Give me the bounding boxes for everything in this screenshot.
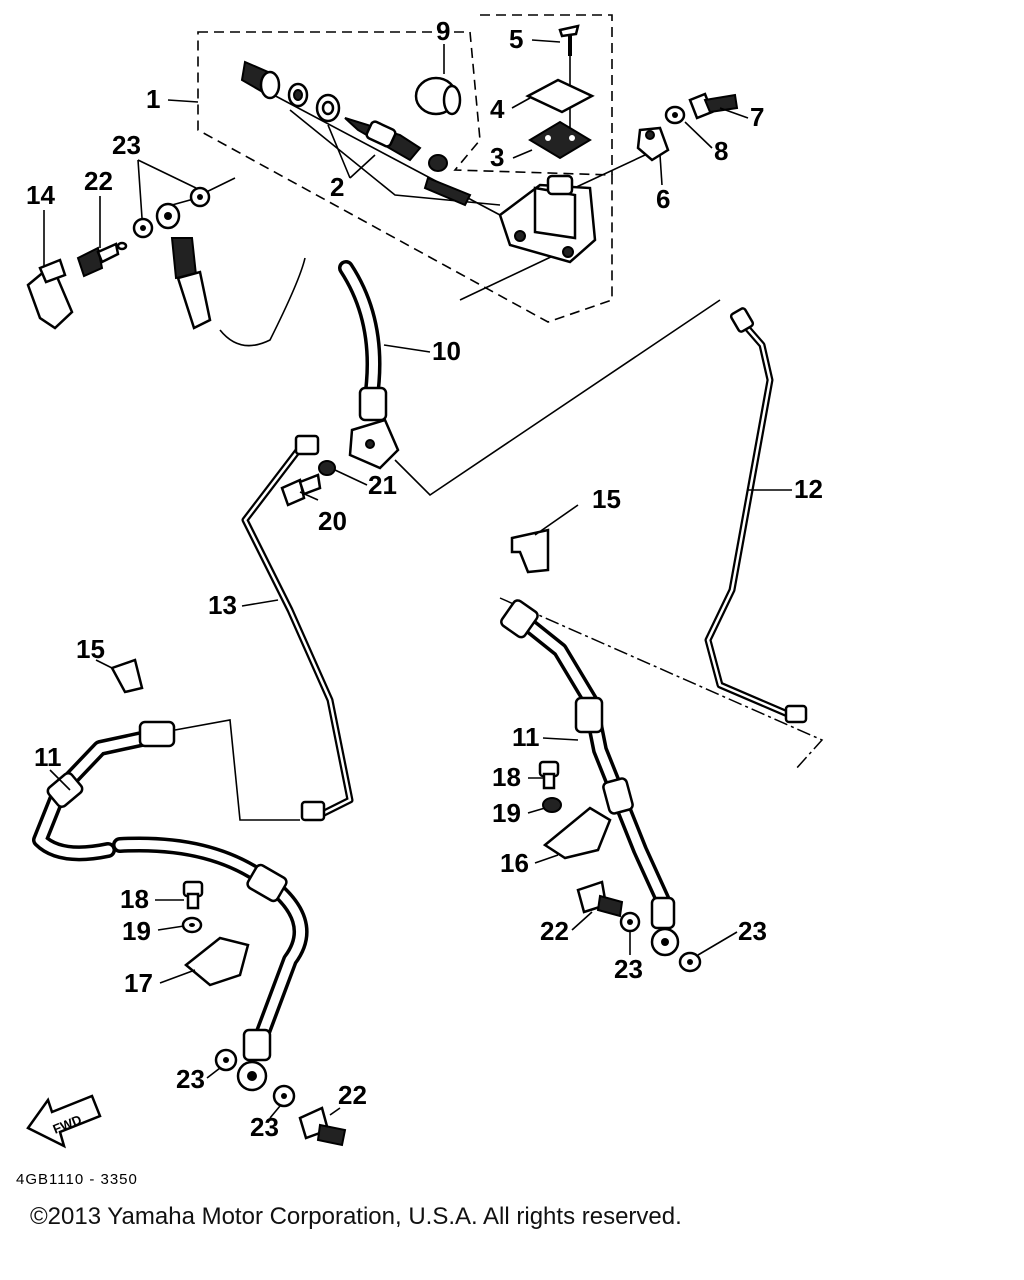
callout-8: 8 bbox=[714, 136, 728, 166]
holder-17 bbox=[184, 936, 250, 987]
washer-21 bbox=[318, 460, 336, 476]
callout-4: 4 bbox=[490, 94, 505, 124]
bolt-20 bbox=[280, 473, 322, 507]
cover-group-outline bbox=[480, 14, 613, 175]
callout-13: 13 bbox=[208, 590, 237, 620]
boot-part-9 bbox=[414, 76, 462, 116]
callout-23-right-a: 23 bbox=[614, 954, 643, 984]
callout-19-left: 19 bbox=[122, 916, 151, 946]
callout-22-right: 22 bbox=[540, 916, 569, 946]
callout-14: 14 bbox=[26, 180, 55, 210]
callout-5: 5 bbox=[509, 24, 523, 54]
bolt-22-left-lower bbox=[298, 1106, 347, 1147]
washer-23-top bbox=[132, 186, 211, 239]
callout-23-left-b: 23 bbox=[250, 1112, 279, 1142]
cap-14 bbox=[26, 258, 74, 330]
brake-hose-11-right bbox=[500, 599, 680, 957]
callout-11-right: 11 bbox=[512, 722, 540, 752]
callout-22-top: 22 bbox=[84, 166, 113, 196]
copyright-notice: ©2013 Yamaha Motor Corporation, U.S.A. A… bbox=[30, 1203, 682, 1230]
brake-hose-11-left bbox=[32, 720, 309, 1092]
callout-1: 1 bbox=[146, 84, 160, 114]
brake-hose-joint bbox=[348, 418, 400, 470]
diaphragm-plate bbox=[528, 120, 592, 160]
clamp-6 bbox=[636, 126, 670, 162]
bolt-22-right bbox=[576, 880, 624, 918]
washer-23-right bbox=[619, 911, 702, 973]
washer-8 bbox=[664, 105, 686, 125]
callout-22-left-lower: 22 bbox=[338, 1080, 367, 1110]
callout-10: 10 bbox=[432, 336, 461, 366]
callout-21: 21 bbox=[368, 470, 397, 500]
brake-pipe-12 bbox=[704, 307, 808, 724]
callout-7: 7 bbox=[750, 102, 764, 132]
callout-9: 9 bbox=[436, 16, 450, 46]
callout-17: 17 bbox=[124, 968, 153, 998]
callout-16: 16 bbox=[500, 848, 529, 878]
washer-23-left-lower bbox=[214, 1048, 296, 1108]
callout-18-left: 18 bbox=[120, 884, 149, 914]
master-cylinder-body bbox=[498, 174, 597, 264]
callout-15-right: 15 bbox=[592, 484, 621, 514]
cap-screw bbox=[558, 24, 580, 56]
callout-18-right: 18 bbox=[492, 762, 521, 792]
holder-16 bbox=[542, 806, 612, 860]
callout-leaders bbox=[43, 39, 792, 1119]
bolt-22-top bbox=[76, 241, 128, 278]
washer-19-right bbox=[542, 797, 562, 813]
callout-12: 12 bbox=[794, 474, 823, 504]
callout-23-left-a: 23 bbox=[176, 1064, 205, 1094]
drawing-code: 4GB1110 - 3350 bbox=[16, 1171, 138, 1188]
callout-2: 2 bbox=[330, 172, 344, 202]
brake-pipe-13 bbox=[241, 434, 354, 822]
routing-lines bbox=[171, 40, 721, 821]
callout-19-right: 19 bbox=[492, 798, 521, 828]
washer-19-left bbox=[181, 916, 203, 934]
reservoir-cap bbox=[525, 78, 595, 114]
piston-kit bbox=[240, 60, 472, 207]
clip-15-left bbox=[110, 658, 144, 694]
callout-15-left: 15 bbox=[76, 634, 105, 664]
callout-6: 6 bbox=[656, 184, 670, 214]
callout-23-top: 23 bbox=[112, 130, 141, 160]
bolt-18-left bbox=[182, 880, 204, 910]
fwd-arrow-badge: FWD bbox=[26, 1094, 102, 1149]
bolt-18-right bbox=[538, 760, 560, 790]
brake-hose-10 bbox=[338, 260, 388, 422]
callout-11-left: 11 bbox=[34, 742, 62, 772]
banjo-hose-top bbox=[155, 202, 212, 330]
callout-3: 3 bbox=[490, 142, 504, 172]
bolt-7 bbox=[688, 92, 739, 120]
callout-23-right-b: 23 bbox=[738, 916, 767, 946]
right-hose-group-outline bbox=[499, 597, 824, 771]
clip-15-right bbox=[510, 528, 550, 574]
callout-20: 20 bbox=[318, 506, 347, 536]
